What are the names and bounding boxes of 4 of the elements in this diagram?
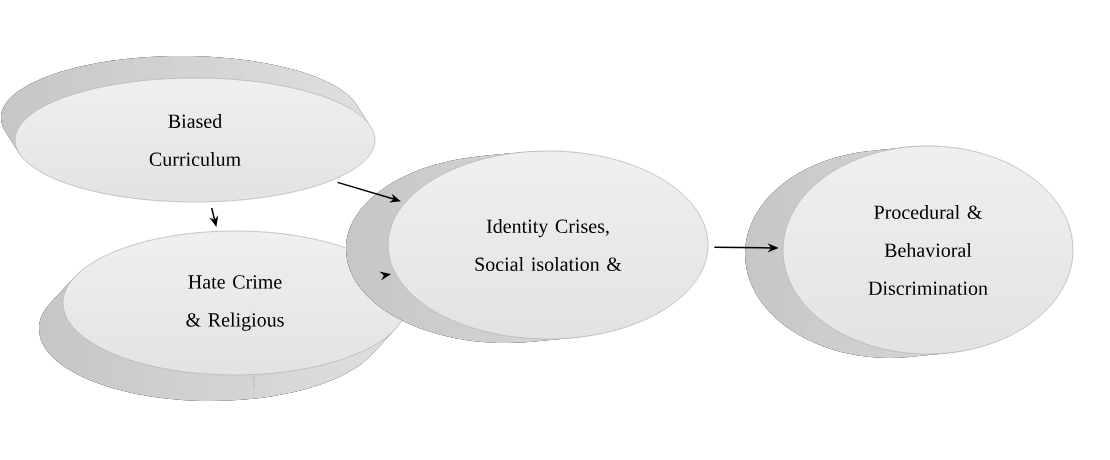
disc: Biased Curriculum bbox=[1, 56, 376, 203]
disc: Procedural & Behavioral Discrimination bbox=[745, 145, 1074, 358]
disc: Identity Crises, Social isolation & bbox=[346, 150, 709, 343]
disc: Hate Crime & Religious bbox=[39, 230, 408, 401]
